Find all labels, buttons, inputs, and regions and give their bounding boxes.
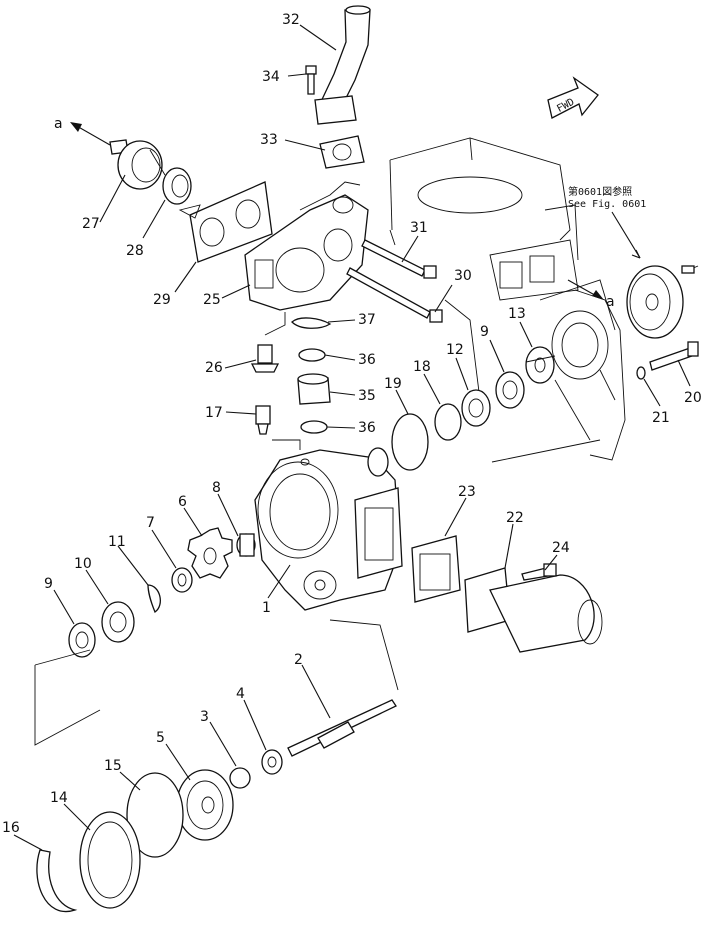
part-1-pump-housing — [254, 447, 403, 611]
pulley — [626, 265, 699, 339]
arrow-a-right-label: a — [606, 294, 615, 310]
leader-lines — [13, 24, 691, 851]
label-14: 14 — [50, 790, 68, 806]
label-37: 37 — [358, 312, 376, 328]
label-20: 20 — [684, 390, 702, 406]
label-32: 32 — [282, 12, 300, 28]
part-9-bearing-left — [68, 622, 96, 658]
part-32-elbow-pipe — [314, 5, 371, 125]
engine-block — [389, 137, 626, 463]
label-12: 12 — [446, 342, 464, 358]
label-21: 21 — [652, 410, 670, 426]
part-3-nut — [229, 767, 251, 789]
part-number-labels: 32 34 33 27 28 29 25 31 30 37 36 26 35 1… — [2, 12, 702, 836]
part-14-cover-plate — [79, 811, 141, 909]
label-17: 17 — [205, 405, 223, 421]
label-13: 13 — [508, 306, 526, 322]
part-12-bearing — [461, 389, 491, 427]
label-30: 30 — [454, 268, 472, 284]
part-5-impeller — [176, 769, 234, 841]
label-36-lower: 36 — [358, 420, 376, 436]
label-4: 4 — [236, 686, 245, 702]
label-25: 25 — [203, 292, 221, 308]
label-11: 11 — [108, 534, 126, 550]
label-34: 34 — [262, 69, 280, 85]
label-6: 6 — [178, 494, 187, 510]
part-18-o-ring — [434, 403, 462, 441]
label-23: 23 — [458, 484, 476, 500]
part-23-gasket — [411, 535, 461, 603]
label-19: 19 — [384, 376, 402, 392]
part-13-flange — [525, 346, 556, 384]
label-8: 8 — [212, 480, 221, 496]
label-16: 16 — [2, 820, 20, 836]
part-25-thermostat-housing — [244, 181, 369, 311]
label-26: 26 — [205, 360, 223, 376]
label-10: 10 — [74, 556, 92, 572]
label-29: 29 — [153, 292, 171, 308]
label-9-left: 9 — [44, 576, 53, 592]
label-28: 28 — [126, 243, 144, 259]
part-33-gasket — [319, 135, 365, 169]
forward-arrow-icon: FWD — [547, 76, 599, 119]
label-27: 27 — [82, 216, 100, 232]
arrow-a-left-label: a — [54, 116, 63, 132]
part-2-shaft — [287, 699, 397, 757]
part-35-fitting — [297, 373, 331, 405]
label-1: 1 — [262, 600, 271, 616]
part-19-o-ring — [391, 413, 429, 471]
part-17-drain-cock — [255, 405, 271, 435]
part-36-o-ring-lower — [300, 420, 328, 434]
part-21-washer — [636, 366, 646, 380]
label-33: 33 — [260, 132, 278, 148]
arrow-a-right-icon — [567, 279, 604, 300]
label-3: 3 — [200, 709, 209, 725]
label-18: 18 — [413, 359, 431, 375]
label-36-upper: 36 — [358, 352, 376, 368]
label-35: 35 — [358, 388, 376, 404]
part-28-seal — [162, 167, 192, 205]
part-34-bolt — [305, 65, 317, 95]
part-26-drain-cock — [250, 344, 280, 373]
label-24: 24 — [552, 540, 570, 556]
label-7: 7 — [146, 515, 155, 531]
part-15-o-ring — [126, 772, 184, 858]
part-4-seal — [261, 749, 283, 775]
label-2: 2 — [294, 652, 303, 668]
see-fig-note-jp: 第0601図参照 — [568, 185, 632, 198]
part-10-bearing — [101, 601, 135, 643]
part-37-clip — [291, 317, 332, 329]
part-31-bolt — [361, 239, 437, 279]
part-20-bolt — [649, 341, 699, 371]
label-9-right: 9 — [480, 324, 489, 340]
part-30-bolt — [346, 267, 443, 323]
label-15: 15 — [104, 758, 122, 774]
part-6-gear — [187, 527, 233, 579]
part-16-snap-ring — [36, 849, 78, 913]
see-fig-note-en: See Fig. 0601 — [568, 199, 646, 210]
part-8-bushing — [236, 533, 256, 557]
part-36-o-ring-upper — [298, 348, 326, 362]
label-5: 5 — [156, 730, 165, 746]
label-22: 22 — [506, 510, 524, 526]
part-27-thermostat — [109, 139, 166, 190]
part-22-outlet-elbow — [464, 567, 603, 653]
label-31: 31 — [410, 220, 428, 236]
part-9-bearing-right — [495, 371, 525, 409]
part-7-bushing — [171, 567, 193, 593]
part-11-snap-ring — [147, 584, 161, 613]
arrow-a-left-icon — [70, 122, 111, 146]
part-29-gasket — [178, 181, 273, 263]
